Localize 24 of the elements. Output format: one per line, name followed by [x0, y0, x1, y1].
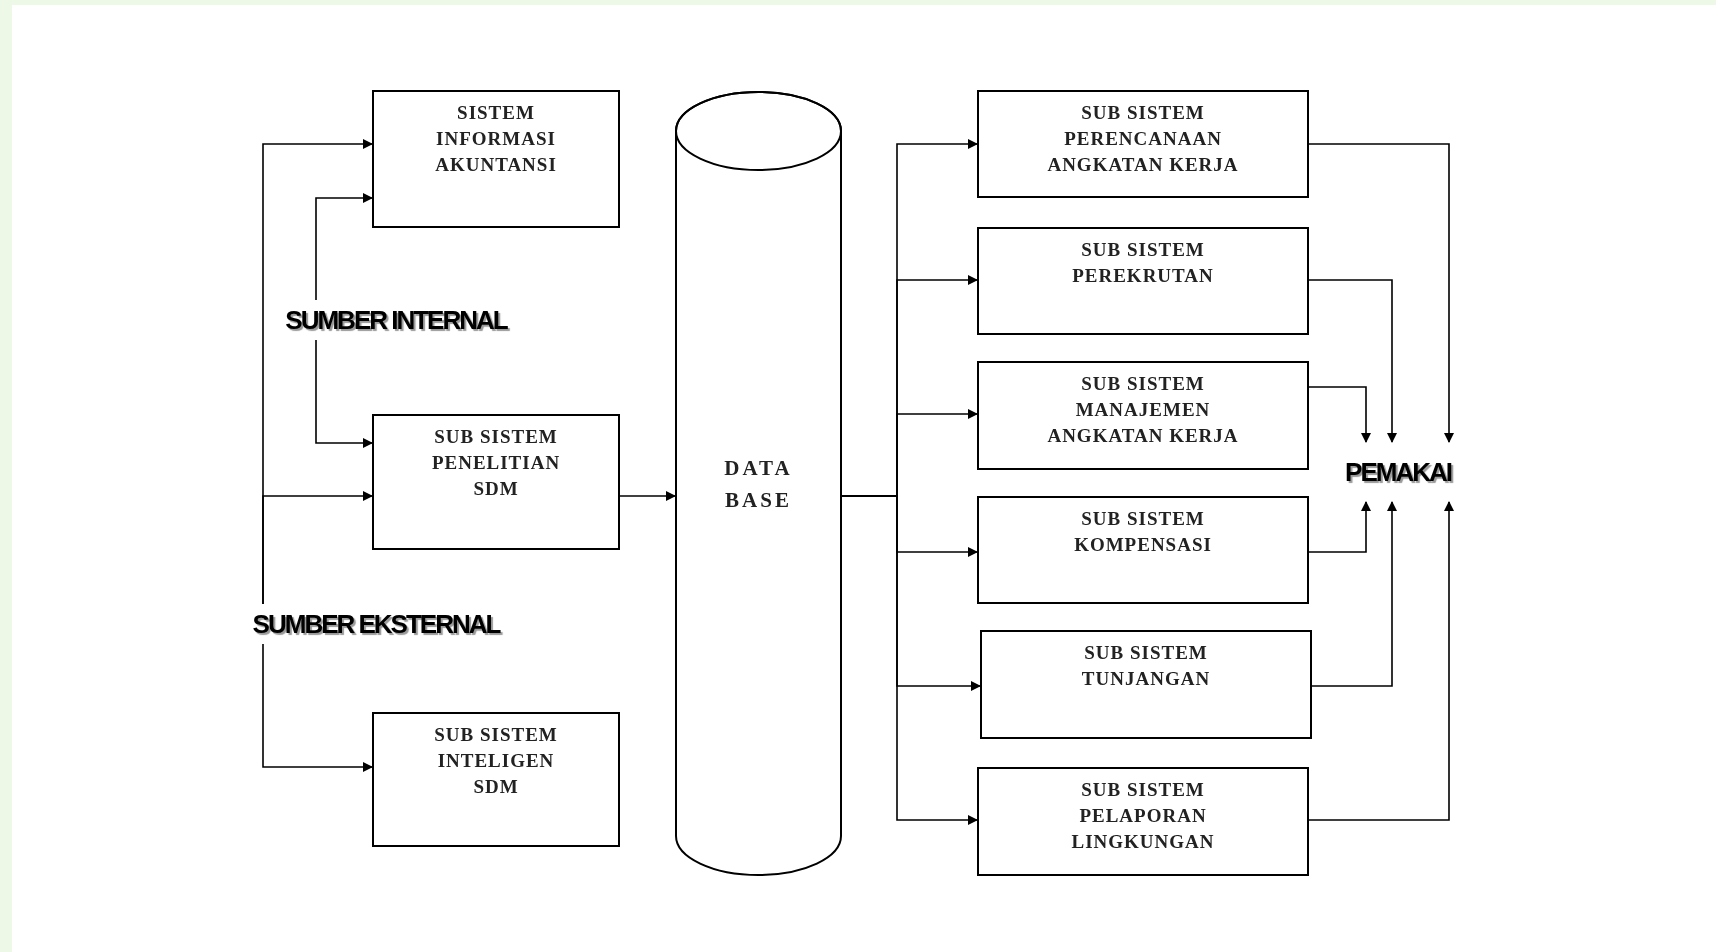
arrow — [262, 491, 373, 605]
process-box: SUB SISTEM TUNJANGAN — [980, 630, 1312, 739]
process-box: SUB SISTEM PELAPORAN LINGKUNGAN — [977, 767, 1309, 876]
database-cylinder: DATA BASE — [675, 91, 842, 876]
arrow — [1311, 501, 1397, 687]
arrow — [1308, 501, 1454, 821]
arrow — [1308, 501, 1371, 553]
arrow — [315, 339, 373, 448]
arrow — [1308, 279, 1397, 443]
arrow — [1308, 143, 1454, 443]
process-box: SUB SISTEM PEREKRUTAN — [977, 227, 1309, 335]
arrow — [1308, 386, 1371, 443]
process-box: SUB SISTEM INTELIGEN SDM — [372, 712, 620, 847]
process-box: SUB SISTEM MANAJEMEN ANGKATAN KERJA — [977, 361, 1309, 470]
process-box: SUB SISTEM PERENCANAAN ANGKATAN KERJA — [977, 90, 1309, 198]
source-label: PEMAKAI — [1326, 442, 1470, 502]
arrow — [619, 491, 676, 501]
process-box: SISTEM INFORMASI AKUNTANSI — [372, 90, 620, 228]
process-box: SUB SISTEM KOMPENSASI — [977, 496, 1309, 604]
source-label: SUMBER EKSTERNAL — [254, 604, 498, 644]
arrow — [315, 193, 373, 301]
arrow — [262, 643, 373, 772]
process-box: SUB SISTEM PENELITIAN SDM — [372, 414, 620, 550]
source-label: SUMBER INTERNAL — [276, 300, 516, 340]
